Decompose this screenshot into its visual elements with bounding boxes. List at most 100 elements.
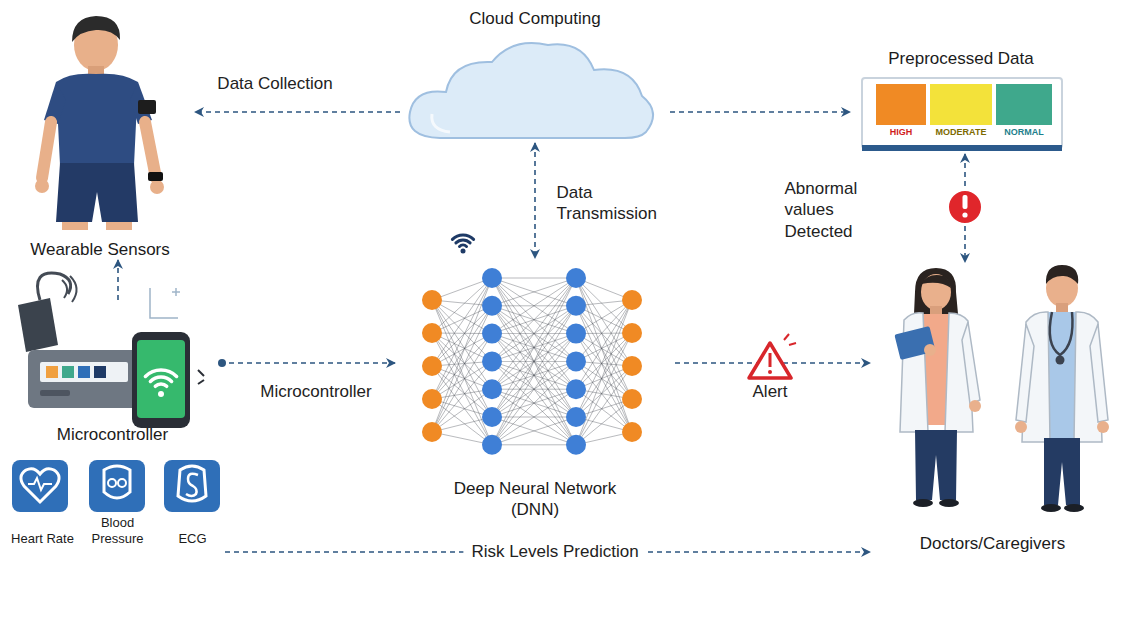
female-doctor [915,430,957,500]
bp-cuff [62,280,67,298]
person-figure [150,180,164,194]
alert-triangle [769,353,772,367]
person-figure [56,163,138,222]
neural-network [566,324,586,344]
male-doctor [1044,438,1080,505]
risk-level-label: MODERATE [936,127,987,138]
cloud-shape [432,114,450,132]
node-label: Wearable Sensors [30,239,170,260]
male-doctor [1097,421,1109,433]
neural-network [492,306,576,445]
neural-network [482,379,502,399]
neural-network [566,379,586,399]
microcontroller-board [28,350,148,408]
male-doctor [1064,504,1084,512]
neural-network [482,296,502,316]
phone [198,370,204,376]
male-doctor [1046,265,1078,284]
sensor-icon: ECG [160,458,225,546]
caregiver-figure: Doctors/Caregivers [870,262,1115,554]
neural-network [492,306,576,445]
edge-label: Risk Levels Prediction [463,541,646,562]
dashed-connector [534,143,536,258]
microcontroller-board [28,350,148,408]
phone [150,377,171,381]
dashed-connector [117,260,119,300]
neural-network [566,296,586,316]
female-doctor [921,275,951,288]
bp-cuff [18,298,58,352]
sensor-icon: Blood Pressure [82,458,153,546]
neural-network [432,333,492,417]
neural-network [622,389,642,409]
risk-bar: NORMAL [996,84,1052,138]
neural-network [492,278,576,417]
sensor-figure: Wearable Sensors [5,10,195,260]
ecg-icon [164,460,220,512]
alert-circle [963,195,968,209]
edge-label: Alert [753,381,788,402]
neural-network [622,422,642,442]
cloud-shape [409,43,653,138]
dashed-connector [195,111,400,113]
neural-network [492,389,576,445]
sensor-icon: Heart Rate [8,458,77,546]
wifi-icon [460,245,467,246]
neural-network [492,278,576,389]
person-figure [56,74,138,165]
dnn-node: Deep Neural Network (DNN) [395,258,675,520]
alert-circle [948,190,982,224]
edge-label: Abnormal values Detected [785,178,900,242]
node-label: Preprocessed Data [888,48,1034,69]
neural-network [492,278,576,417]
blood-pressure-icon [108,479,116,487]
male-doctor [1050,312,1073,355]
chart-glyph [175,288,177,296]
female-doctor [894,326,935,360]
bp-cuff [18,273,77,352]
male-doctor [1041,504,1061,512]
alert-triangle [784,334,789,340]
neural-network [492,444,576,445]
neural-network [492,278,576,334]
microcontroller-board [78,366,90,378]
blood-pressure-icon [89,460,145,512]
alert-triangle [749,334,796,378]
alert-triangle [768,370,772,374]
node-label: Doctors/Caregivers [920,533,1066,554]
neural-network [492,278,576,445]
microcontroller-board [62,366,74,378]
bar-fill [876,84,926,125]
blood-pressure-icon [104,466,130,498]
neural-network [492,361,576,444]
neural-network [566,268,586,288]
wifi-icon [452,235,473,239]
male-doctor [1090,324,1108,422]
neural-network [482,351,502,371]
microcontroller-board [46,366,58,378]
node-label: Blood Pressure [82,515,153,546]
data-screen: HIGHMODERATENORMALPreprocessed Data [850,48,1072,154]
male-doctor [1015,421,1027,433]
female-doctor [921,274,951,310]
person-figure [138,100,156,114]
phone [145,370,176,376]
node-label: Deep Neural Network (DNN) [440,478,630,521]
neural-network [492,389,576,445]
connector-dot [218,359,226,367]
alert-triangle [749,343,791,378]
male-doctor [1016,324,1034,422]
person-figure [106,222,132,230]
neural-network [482,407,502,427]
person-figure [42,122,51,178]
ecg-icon [186,474,198,496]
neural-network [422,268,642,455]
bar-fill [930,84,992,125]
heart-icon [12,460,68,512]
risk-level-label: NORMAL [1004,127,1044,138]
neural-network [622,323,642,343]
wifi-icon [456,240,470,243]
heart-icon [12,460,68,512]
person-figure [148,172,163,181]
